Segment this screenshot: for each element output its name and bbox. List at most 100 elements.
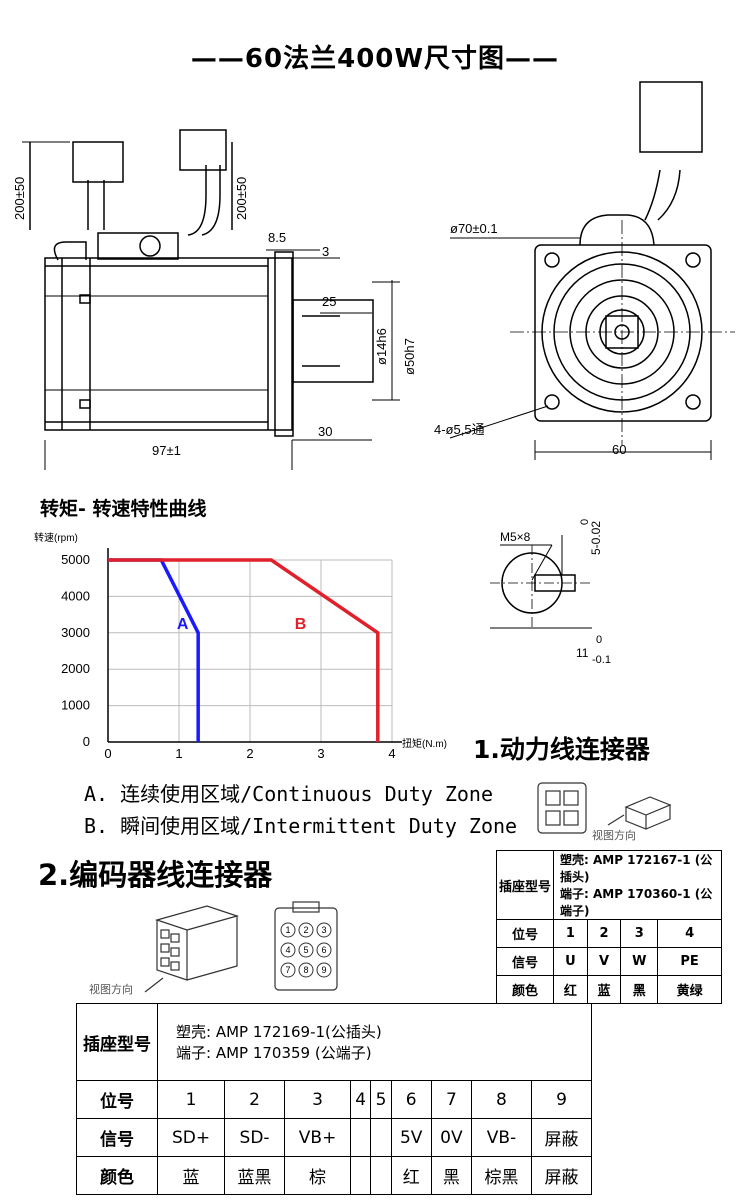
encoder-pin (316, 962, 332, 978)
encoder-cell (370, 1156, 392, 1195)
encoder-pin-number: 2 (303, 925, 308, 935)
dim-cable-length-1: 200±50 (12, 177, 27, 220)
cable-plug-1 (72, 141, 124, 183)
keyway-11-top: 0 (596, 634, 602, 646)
x-tick-label: 2 (246, 746, 253, 761)
encoder-pin (280, 962, 296, 978)
y-tick-label: 0 (83, 734, 90, 749)
dim-length: 97±1 (152, 443, 181, 458)
encoder-row-color: 颜色蓝蓝黑棕红黑棕黑屏蔽 (76, 1156, 593, 1195)
encoder-cell: 2 (224, 1080, 286, 1119)
y-tick-label: 2000 (61, 661, 90, 676)
encoder-cell: 6 (390, 1080, 432, 1119)
page-title: ——60法兰400W尺寸图—— (190, 44, 560, 74)
encoder-cell: VB+ (284, 1118, 352, 1157)
series-line-b (108, 558, 380, 742)
x-axis-label: 扭矩(N.m) (402, 737, 447, 750)
y-tick-label: 1000 (61, 698, 90, 713)
encoder-cell: 棕黑 (470, 1156, 532, 1195)
encoder-pin-number: 6 (321, 945, 326, 955)
encoder-cell: 黑 (430, 1156, 472, 1195)
encoder-row-label: 位号 (76, 1080, 158, 1119)
encoder-cell: VB- (470, 1118, 532, 1157)
encoder-pin (280, 922, 296, 938)
encoder-pin-number: 3 (321, 925, 326, 935)
x-tick-label: 1 (175, 746, 182, 761)
dim-30: 30 (318, 424, 332, 439)
encoder-cell: 1 (156, 1080, 226, 1119)
encoder-model-label: 插座型号 (76, 1003, 158, 1081)
zone-b-label: B. 瞬间使用区域/Intermittent Duty Zone (84, 814, 518, 838)
keyway-detail-drawing: M5×8 0 5-0.02 11 0 -0.1 (490, 519, 611, 666)
dim-pilot-diameter: ø50h7 (402, 338, 417, 375)
motor-body-outline (44, 257, 293, 431)
encoder-cell: 蓝黑 (224, 1156, 286, 1195)
encoder-cell: 9 (530, 1080, 593, 1119)
dim-cable-length-2: 200±50 (234, 177, 249, 220)
series-line-a (108, 558, 200, 742)
cable-plug-2 (179, 129, 227, 171)
encoder-cell: 3 (284, 1080, 352, 1119)
keyway-thread: M5×8 (500, 530, 531, 544)
power-view-direction: 视图方向 (592, 828, 636, 842)
y-tick-label: 3000 (61, 625, 90, 640)
x-tick-label: 0 (104, 746, 111, 761)
dim-shaft-diameter: ø14h6 (374, 328, 389, 365)
motor-dimension-drawing: 200±50 200±50 8.5 3 25 ø14h6 ø50h7 97±1 … (12, 81, 735, 470)
encoder-cell: 屏蔽 (530, 1118, 593, 1157)
encoder-cell: SD+ (156, 1118, 226, 1157)
encoder-pin (280, 942, 296, 958)
x-tick-label: 4 (388, 746, 395, 761)
series-label-a: A (177, 616, 189, 633)
dim-holes: 4-ø5,5通 (434, 422, 485, 437)
encoder-cell: 5V (390, 1118, 432, 1157)
encoder-cell (370, 1118, 392, 1157)
dim-3: 3 (322, 244, 329, 259)
encoder-cell: 棕 (284, 1156, 352, 1195)
flange-outline (274, 251, 294, 437)
encoder-pin-number: 1 (285, 925, 290, 935)
chart-title: 转矩- 转速特性曲线 (40, 498, 207, 520)
encoder-pin (316, 922, 332, 938)
power-connector-title: 1.动力线连接器 (473, 735, 650, 764)
encoder-pin-number: 8 (303, 965, 308, 975)
y-tick-label: 5000 (61, 552, 90, 567)
encoder-connector-title: 2.编码器线连接器 (38, 858, 273, 892)
keyway-tol-top: 0 (579, 519, 591, 525)
power-model-line1: 塑壳: AMP 172167-1 (公插头) (560, 853, 713, 884)
keyway-11-bottom: -0.1 (592, 654, 611, 666)
keyway-11: 11 (576, 646, 589, 660)
connector-housing (97, 232, 179, 260)
encoder-cell: 蓝 (156, 1156, 226, 1195)
encoder-pin (316, 942, 332, 958)
encoder-cell: 8 (470, 1080, 532, 1119)
x-tick-label: 3 (317, 746, 324, 761)
y-axis-label: 转速(rpm) (34, 531, 78, 544)
encoder-pin-number: 5 (303, 945, 308, 955)
encoder-pin-number: 7 (285, 965, 290, 975)
power-row-color: 颜色 红蓝 黑黄绿 (496, 975, 722, 1004)
encoder-cell: 红 (390, 1156, 432, 1195)
zone-a-label: A. 连续使用区域/Continuous Duty Zone (84, 782, 493, 806)
encoder-cell: 0V (430, 1118, 472, 1157)
encoder-pin (298, 922, 314, 938)
encoder-cell: 4 (350, 1080, 372, 1119)
dim-25: 25 (322, 294, 336, 309)
encoder-cell: 7 (430, 1080, 472, 1119)
power-connector-illustration: 视图方向 (537, 782, 672, 842)
series-label-b: B (295, 616, 307, 633)
encoder-cell: SD- (224, 1118, 286, 1157)
encoder-row-label: 颜色 (76, 1156, 158, 1195)
dim-flange-width: 60 (612, 442, 626, 457)
encoder-row-label: 信号 (76, 1118, 158, 1157)
encoder-pin-number: 9 (321, 965, 326, 975)
front-cable-plug (639, 81, 703, 153)
encoder-cell (350, 1156, 372, 1195)
dim-8-5: 8.5 (268, 230, 286, 245)
encoder-cell: 屏蔽 (530, 1156, 593, 1195)
